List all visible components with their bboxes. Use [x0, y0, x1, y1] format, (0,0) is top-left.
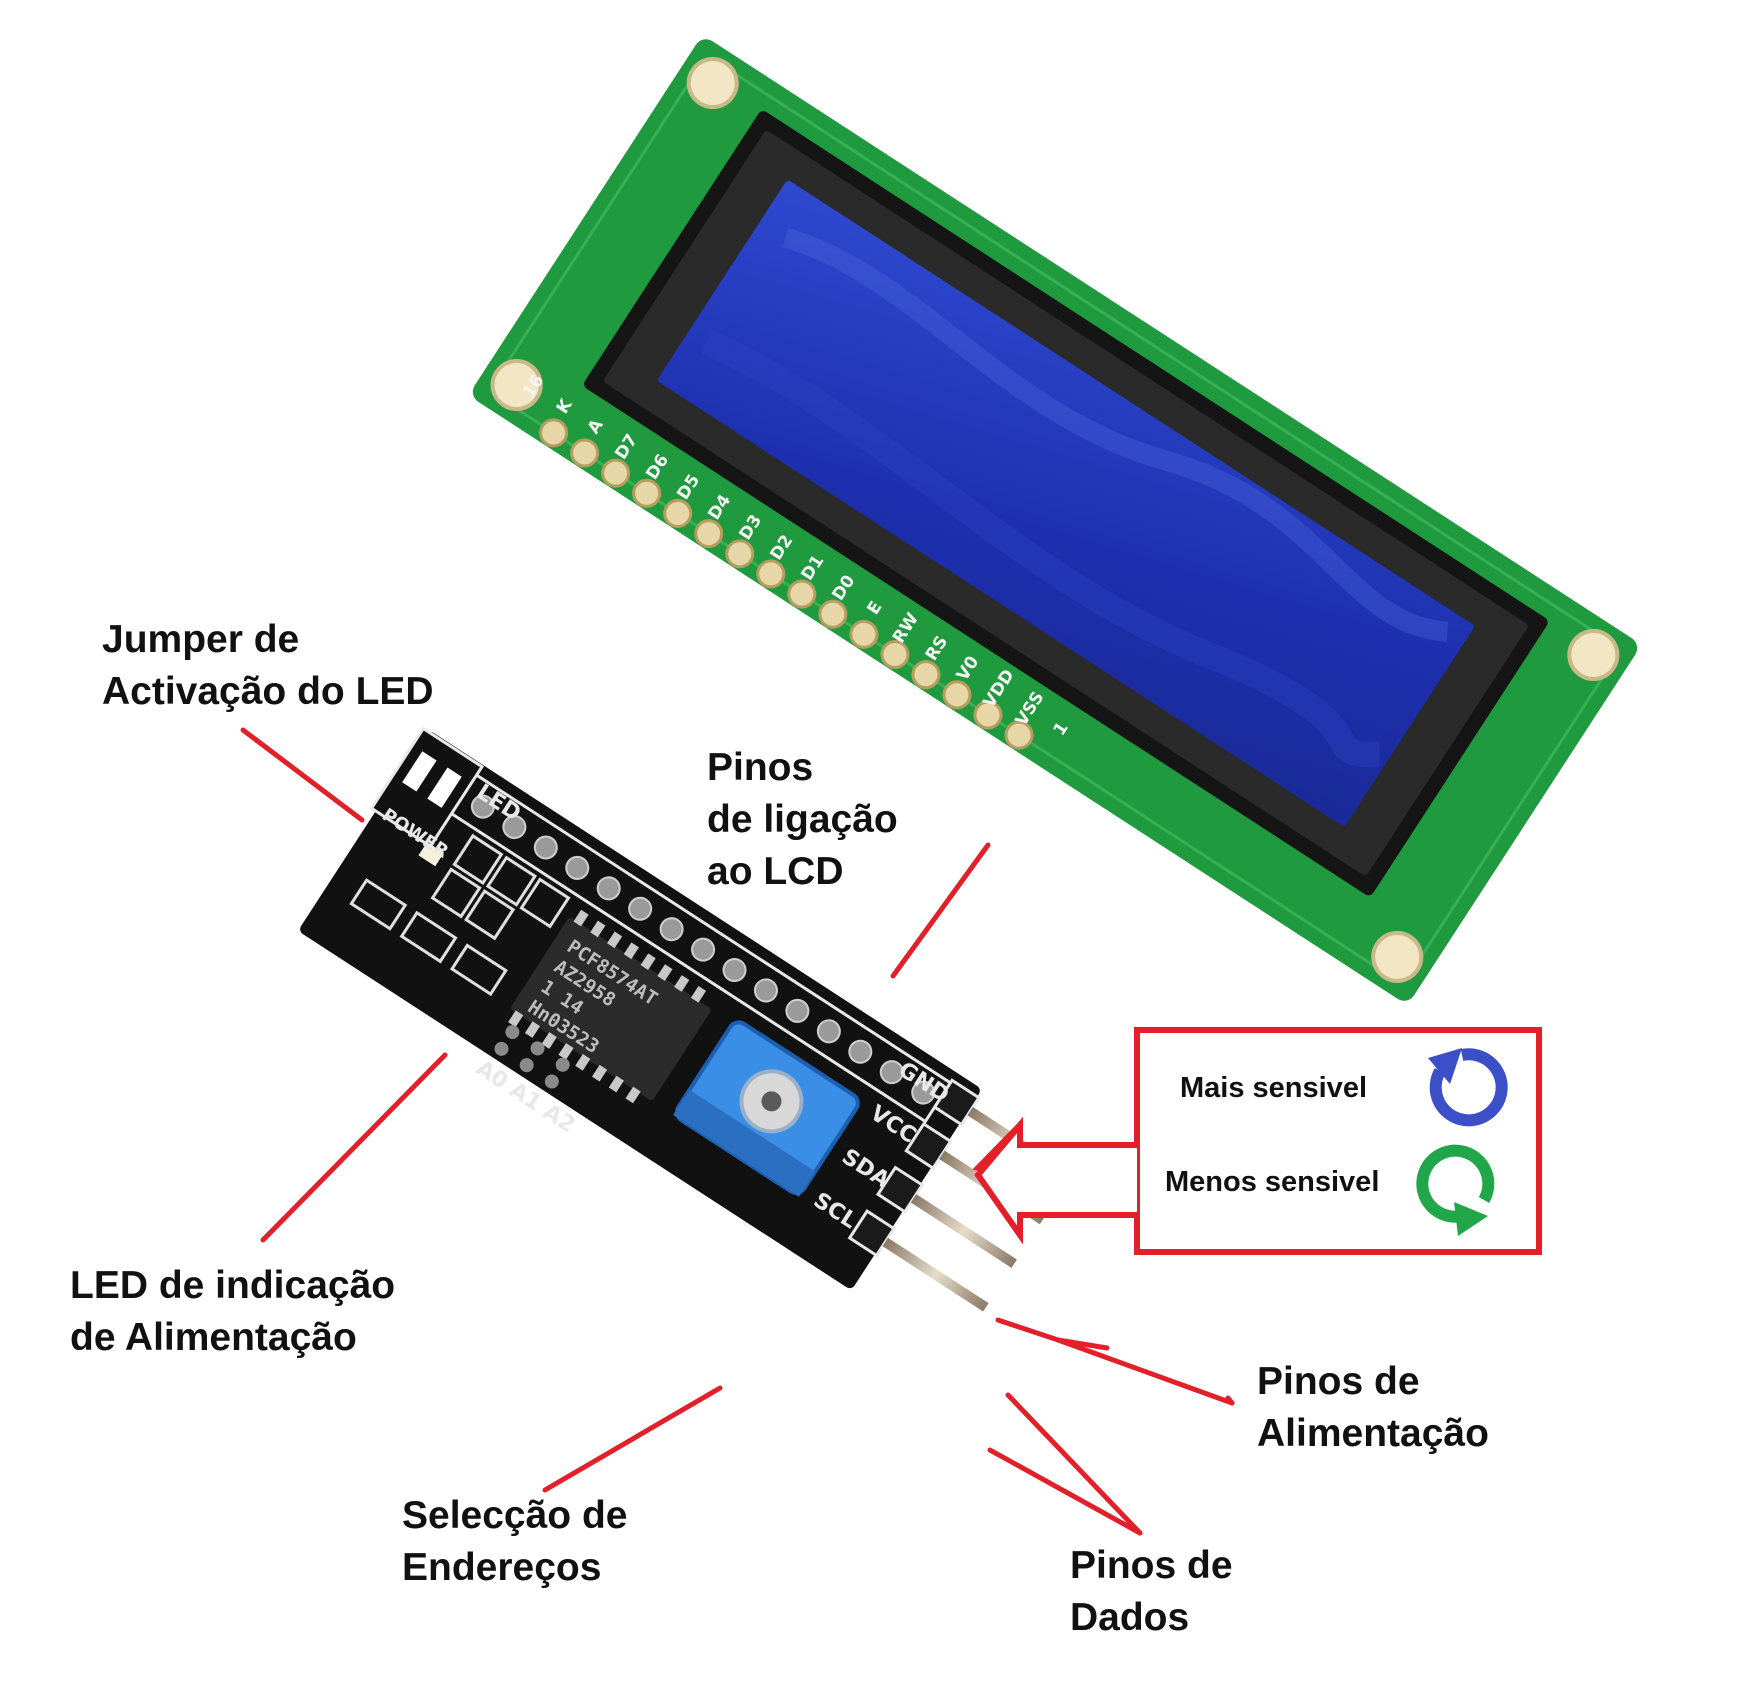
header-pin-hole — [722, 958, 747, 983]
leader-data-pins-a — [987, 1447, 1143, 1536]
callout-jumper: Jumper de Activação do LED — [102, 614, 434, 718]
lcd-pin-pad — [787, 579, 817, 609]
pcf8574-chip — [511, 918, 711, 1100]
mount-hole — [686, 57, 739, 110]
callout-power-led-line1: LED de indicação — [70, 1264, 396, 1307]
callout-power-led: LED de indicação de Alimentação — [70, 1260, 395, 1364]
header-pin-hole — [596, 876, 621, 901]
callout-lcd-pins-line2: de ligação — [707, 798, 898, 841]
callout-lcd-pins: Pinos de ligação ao LCD — [707, 742, 898, 898]
i2c-pin-base — [875, 1165, 925, 1214]
lcd-pin-pad — [818, 599, 848, 629]
header-pin-hole — [879, 1060, 904, 1085]
callout-power-pins-line1: Pinos de — [1257, 1360, 1420, 1403]
leader-power-led — [260, 1052, 448, 1243]
led-jumper[interactable] — [369, 726, 485, 849]
leader-jumper — [240, 727, 365, 823]
i2c-pin-sda[interactable] — [910, 1194, 1017, 1268]
lcd-pin-pad — [539, 418, 569, 448]
header-pin-hole — [911, 1080, 936, 1105]
contrast-potentiometer[interactable] — [673, 1019, 861, 1197]
leader-power-pins-b — [1055, 1337, 1235, 1406]
i2c-pin-base — [847, 1209, 897, 1258]
header-pin-hole — [502, 815, 527, 840]
callout-power-led-line2: de Alimentação — [70, 1316, 357, 1359]
leader-address — [542, 1385, 723, 1493]
callout-jumper-line1: Jumper de — [102, 618, 300, 661]
header-pin-hole — [565, 855, 590, 880]
label-less-sensitive: Menos sensivel — [1165, 1166, 1380, 1198]
callout-jumper-line2: Activação do LED — [102, 670, 434, 713]
lcd-pin-pad — [942, 680, 972, 710]
callout-address: Selecção de Endereços — [402, 1490, 627, 1594]
power-led — [418, 841, 444, 867]
callout-data-pins-line1: Pinos de — [1070, 1544, 1233, 1587]
header-pin-hole — [470, 794, 495, 819]
lcd-pin-pad — [601, 458, 631, 488]
pointer-arrow — [974, 1116, 1137, 1245]
callout-power-pins: Pinos de Alimentação — [1257, 1356, 1489, 1460]
leader-data-pins-b — [1005, 1392, 1143, 1536]
callout-address-line2: Endereços — [402, 1546, 602, 1589]
clockwise-arrow-icon — [1416, 1144, 1495, 1236]
header-pin-hole — [533, 835, 558, 860]
header-pin-hole — [816, 1019, 841, 1044]
header-pin-hole — [753, 978, 778, 1003]
counterclockwise-arrow-icon — [1428, 1048, 1508, 1127]
lcd-pin-pad — [911, 660, 941, 690]
header-pin-hole — [628, 896, 653, 921]
lcd-pin-pad — [973, 700, 1003, 730]
header-pin-hole — [659, 917, 684, 942]
lcd-pin-pad — [880, 640, 910, 670]
lcd-pin-pad — [632, 478, 662, 508]
callout-lcd-pins-line1: Pinos — [707, 746, 814, 789]
mount-hole — [1567, 628, 1620, 681]
mount-hole — [490, 359, 543, 412]
lcd-pin-pad — [1004, 720, 1034, 750]
header-pin-hole — [691, 937, 716, 962]
lcd-screen — [658, 180, 1474, 826]
header-pin-hole — [785, 998, 810, 1023]
callout-power-pins-line2: Alimentação — [1257, 1412, 1489, 1455]
address-pads[interactable] — [492, 1022, 573, 1091]
header-pin-hole — [848, 1039, 873, 1064]
sensitivity-legend — [972, 1027, 1542, 1255]
callout-lcd-pins-line3: ao LCD — [707, 850, 844, 893]
lcd-pin-pad — [849, 619, 879, 649]
lcd-pin-pad — [725, 539, 755, 569]
lcd-pin-pad — [694, 519, 724, 549]
leader-lcd-pins — [890, 842, 991, 979]
callout-address-line1: Selecção de — [402, 1494, 628, 1537]
i2c-pin-scl[interactable] — [882, 1237, 989, 1312]
leader-power-pins-a — [995, 1317, 1110, 1351]
mount-hole — [1371, 930, 1424, 983]
callout-data-pins-line2: Dados — [1070, 1596, 1190, 1639]
annotation-lines — [240, 727, 1235, 1536]
callout-data-pins: Pinos de Dados — [1070, 1540, 1233, 1644]
lcd-pin-pad — [756, 559, 786, 589]
label-more-sensitive: Mais sensivel — [1180, 1072, 1367, 1104]
lcd-pin-pad — [570, 438, 600, 468]
i2c-adapter-board: PCF8574AT AZ2958 1 14 Hn03523 LED POWER … — [300, 726, 1074, 1312]
lcd-pin-pad — [663, 498, 693, 528]
